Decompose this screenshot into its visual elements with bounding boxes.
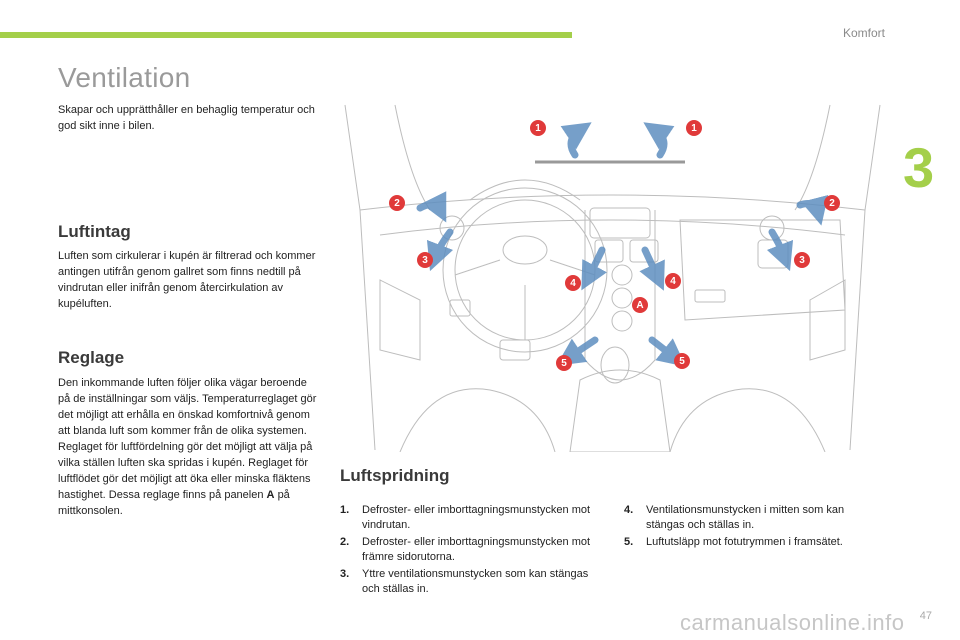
marker-3-left: 3	[417, 252, 433, 268]
marker-2-right: 2	[824, 195, 840, 211]
svg-text:1: 1	[535, 123, 541, 134]
svg-text:A: A	[636, 300, 643, 311]
svg-text:3: 3	[422, 255, 428, 266]
marker-5-right: 5	[674, 353, 690, 369]
luftintag-text: Luften som cirkulerar i kupén är filtrer…	[58, 250, 316, 310]
svg-text:3: 3	[799, 255, 805, 266]
legend-item: 5.Luftutsläpp mot fotutrymmen i framsäte…	[624, 536, 843, 548]
reglage-text-main: Den inkommande luften följer olika vägar…	[58, 377, 317, 501]
page-title: Ventilation	[58, 62, 191, 93]
svg-text:5: 5	[679, 356, 685, 367]
svg-text:4: 4	[670, 276, 676, 287]
legend-item: 1.Defroster- eller imborttagningsmunstyc…	[340, 504, 591, 531]
chapter-number: 3	[903, 136, 935, 199]
reglage-heading: Reglage	[58, 348, 125, 367]
svg-text:5: 5	[561, 358, 567, 369]
section-label: Komfort	[842, 26, 885, 40]
luftspridning-heading: Luftspridning	[340, 466, 450, 485]
legend-left: 1.Defroster- eller imborttagningsmunstyc…	[340, 503, 605, 599]
marker-4-right: 4	[665, 273, 681, 289]
reglage-text: Den inkommande luften följer olika vägar…	[58, 375, 320, 519]
legend-item: 4.Ventilationsmunstycken i mitten som ka…	[624, 504, 845, 531]
reglage-text-end: på mittkonsolen.	[58, 489, 290, 517]
luftintag-heading: Luftintag	[58, 222, 131, 241]
dashboard-ventilation-diagram: 1 1 2 2 3 3 4 4 5 5 A	[344, 104, 881, 452]
legend-item: 2.Defroster- eller imborttagningsmunstyc…	[340, 536, 591, 563]
page-number: 47	[919, 610, 932, 622]
intro-text: Skapar och upprätthåller en behaglig tem…	[58, 104, 315, 132]
marker-4-left: 4	[565, 275, 581, 291]
marker-3-right: 3	[794, 252, 810, 268]
legend-right: 4.Ventilationsmunstycken i mitten som ka…	[624, 503, 884, 552]
svg-text:2: 2	[394, 198, 400, 209]
header-accent-bar	[0, 32, 572, 38]
marker-a-panel: A	[632, 297, 648, 313]
svg-text:1: 1	[691, 123, 697, 134]
marker-2-left: 2	[389, 195, 405, 211]
watermark: carmanualsonline.info	[680, 610, 905, 635]
marker-1-left: 1	[530, 120, 546, 136]
marker-1-right: 1	[686, 120, 702, 136]
svg-text:2: 2	[829, 198, 835, 209]
marker-5-left: 5	[556, 355, 572, 371]
panel-reference: A	[266, 489, 275, 501]
svg-text:4: 4	[570, 278, 576, 289]
legend-item: 3.Yttre ventilationsmunstycken som kan s…	[340, 568, 589, 595]
